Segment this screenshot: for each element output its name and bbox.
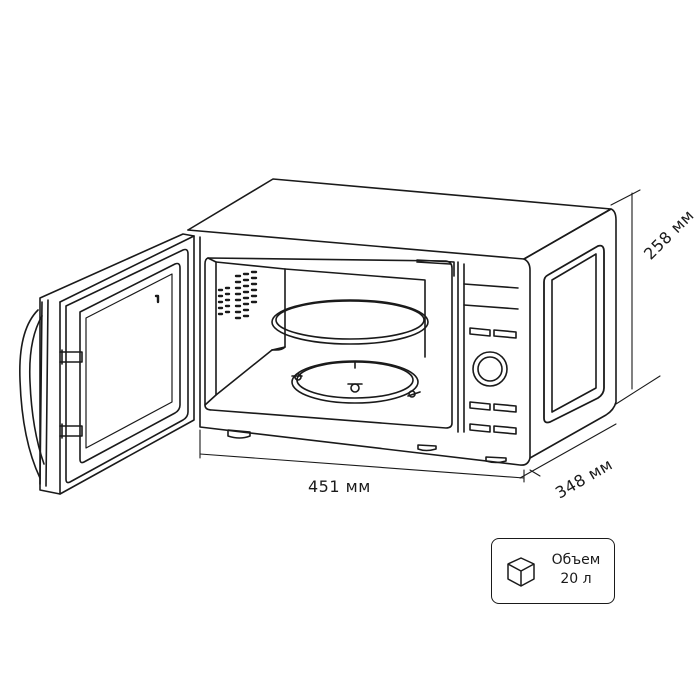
cube-icon xyxy=(507,557,535,587)
volume-title: Объем xyxy=(551,552,601,568)
width-dimension-label: 451 мм xyxy=(308,477,371,496)
dimension-lines xyxy=(199,189,661,483)
volume-badge: Объем 20 л xyxy=(491,538,615,604)
volume-text: Объем 20 л xyxy=(544,551,608,589)
microwave-door xyxy=(19,233,195,495)
microwave-body xyxy=(187,178,617,466)
volume-value: 20 л xyxy=(560,571,592,587)
